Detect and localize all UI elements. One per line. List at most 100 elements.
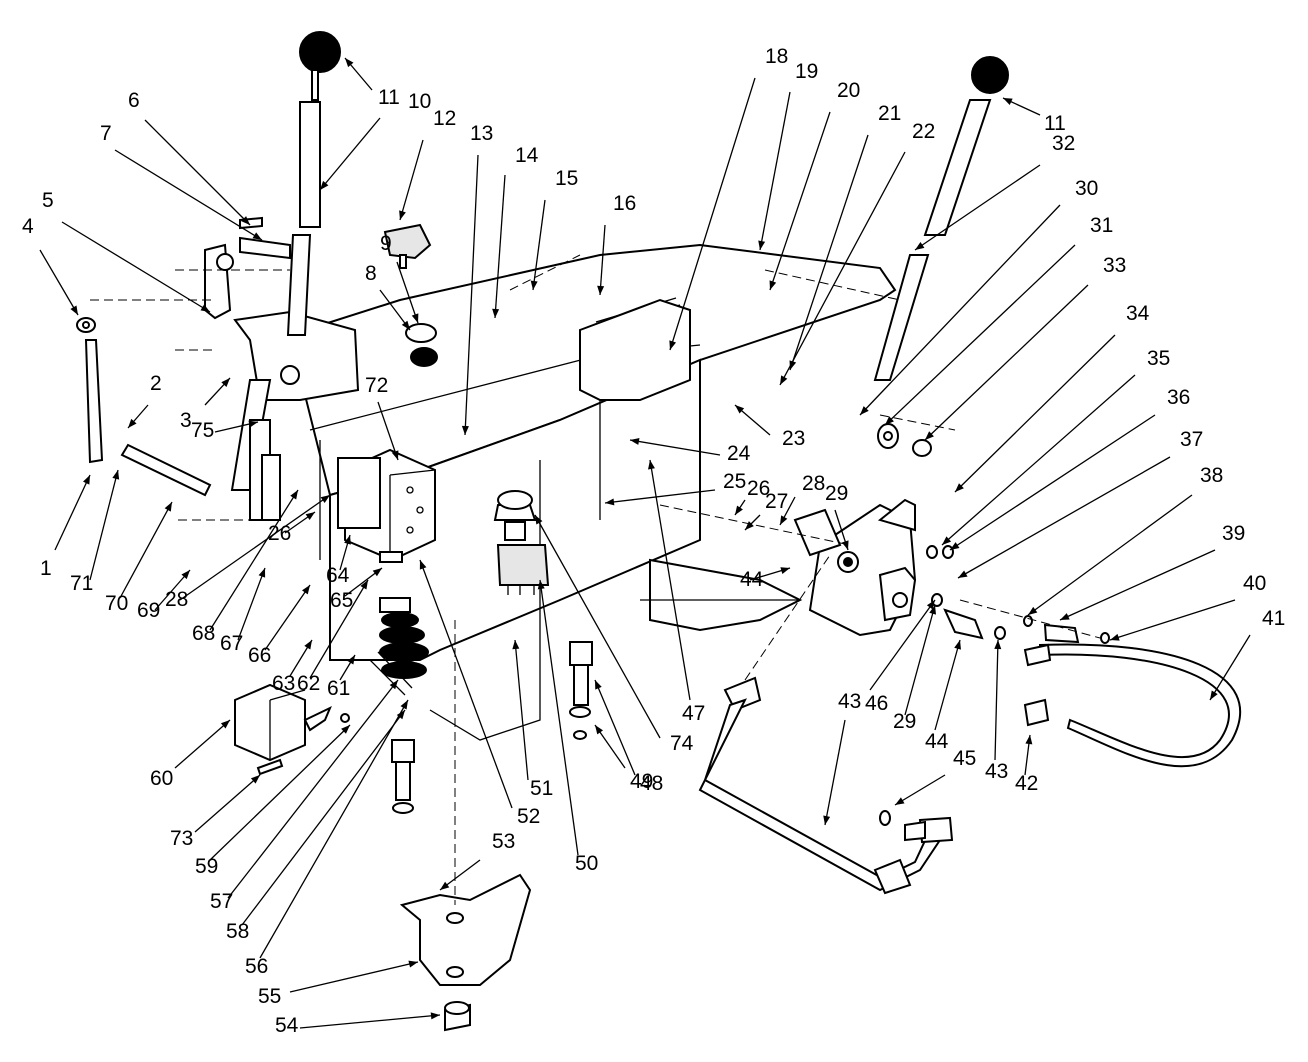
part-callout-number: 12: [433, 107, 456, 130]
callout-arrowhead: [1003, 98, 1013, 105]
part-callout-number: 53: [492, 830, 515, 853]
callout-arrowhead: [164, 502, 172, 512]
spring-boot-assembly: [369, 597, 429, 696]
callout-arrowhead: [735, 505, 743, 515]
fittings: [877, 423, 1110, 644]
callout-arrowhead: [70, 305, 78, 315]
callout-leader-line: [1059, 549, 1216, 621]
part-callout-number: 32: [1052, 132, 1075, 155]
part-callout-number: 31: [1090, 214, 1113, 237]
callout-arrowhead: [250, 775, 260, 784]
callout-arrowhead: [400, 700, 408, 710]
solenoid-block: [337, 448, 436, 563]
callout-leader-line: [779, 151, 906, 386]
callout-leader-line: [924, 284, 1089, 441]
callout-leader-line: [759, 91, 791, 251]
callout-arrowhead: [181, 570, 190, 580]
callout-leader-line: [396, 261, 419, 324]
part-callout-number: 16: [613, 192, 636, 215]
callout-leader-line: [539, 579, 579, 856]
callout-leader-line: [994, 639, 999, 761]
part-callout-number: 36: [1167, 386, 1190, 409]
part-callout-number: 40: [1243, 572, 1266, 595]
part-callout-number: 66: [248, 644, 271, 667]
callout-labels: 1234567891011111213141516181920212223242…: [22, 45, 1285, 1037]
hydraulic-valve: [793, 498, 917, 637]
callout-leader-line: [629, 439, 721, 456]
part-callout-number: 58: [226, 920, 249, 943]
part-callout-number: 1: [40, 557, 52, 580]
part-callout-number: 26: [268, 522, 291, 545]
callout-leader-line: [144, 119, 251, 226]
callout-arrowhead: [530, 280, 538, 290]
hydraulic-hose-41: [1023, 643, 1241, 768]
callout-leader-line: [669, 77, 756, 351]
clevis-assembly: [204, 216, 291, 320]
part-callout-number: 67: [220, 632, 243, 655]
callout-arrowhead: [200, 304, 210, 312]
callout-leader-line: [894, 774, 946, 806]
part-callout-number: 15: [555, 167, 578, 190]
callout-arrowhead: [823, 815, 831, 825]
part-callout-number: 34: [1126, 302, 1150, 325]
part-callout-number: 62: [297, 672, 320, 695]
callout-leader-line: [914, 164, 1041, 251]
part-callout-number: 20: [837, 79, 860, 102]
callout-arrowhead: [1210, 690, 1218, 700]
part-callout-number: 11: [1044, 112, 1066, 135]
part-callout-number: 38: [1200, 464, 1223, 487]
callout-leader-line: [377, 401, 399, 461]
callout-leader-line: [954, 334, 1116, 493]
callout-arrowhead: [780, 375, 788, 385]
part-callout-number: 59: [195, 855, 218, 878]
callout-arrowhead: [758, 240, 766, 250]
callout-arrowhead: [597, 285, 605, 295]
callout-leader-line: [869, 599, 936, 691]
alignment-lines: [90, 254, 1101, 905]
callout-arrowhead: [769, 280, 777, 290]
callout-arrowhead: [128, 418, 137, 428]
callout-leader-line: [399, 139, 424, 221]
part-callout-number: 22: [912, 120, 935, 143]
callout-leader-line: [957, 456, 1171, 579]
part-callout-number: 56: [245, 955, 268, 978]
callout-leader-line: [534, 514, 661, 739]
callout-arrowhead: [630, 438, 640, 445]
callout-arrowhead: [372, 568, 382, 577]
callout-arrowhead: [994, 640, 1002, 650]
callout-arrowhead: [954, 640, 961, 650]
part-callout-number: 44: [925, 730, 949, 753]
lower-bracket: [399, 873, 532, 1032]
callout-arrowhead: [950, 542, 960, 550]
part-callout-number: 52: [517, 805, 540, 828]
part-callout-number: 42: [1015, 772, 1038, 795]
part-callout-number: 70: [105, 592, 128, 615]
callout-arrowhead: [347, 655, 355, 665]
callout-leader-line: [464, 154, 479, 436]
part-callout-number: 43: [838, 690, 861, 713]
callout-leader-line: [649, 459, 691, 701]
part-callout-number: 25: [723, 470, 746, 493]
callout-arrowhead: [915, 242, 925, 250]
part-callout-number: 28: [165, 588, 188, 611]
callout-arrowhead: [1028, 606, 1038, 615]
callout-arrowhead: [492, 308, 500, 318]
callout-arrowhead: [926, 600, 935, 610]
callout-arrowhead: [885, 416, 894, 425]
part-callout-number: 18: [765, 45, 788, 68]
callout-arrowhead: [605, 498, 615, 506]
callout-arrowhead: [411, 313, 419, 323]
callout-arrowhead: [461, 425, 469, 435]
callout-arrowhead: [780, 515, 788, 525]
callout-leader-line: [209, 489, 299, 631]
callout-arrowhead: [112, 470, 120, 480]
callout-leader-line: [789, 134, 869, 371]
part-callout-number: 14: [515, 144, 539, 167]
part-callout-number: 44: [740, 568, 764, 591]
relay-module: [234, 683, 350, 776]
part-callout-number: 55: [258, 985, 281, 1008]
part-callout-number: 3: [180, 409, 192, 432]
part-callout-number: 2: [150, 372, 162, 395]
callout-leader-line: [1109, 599, 1236, 641]
part-callout-number: 72: [365, 374, 388, 397]
